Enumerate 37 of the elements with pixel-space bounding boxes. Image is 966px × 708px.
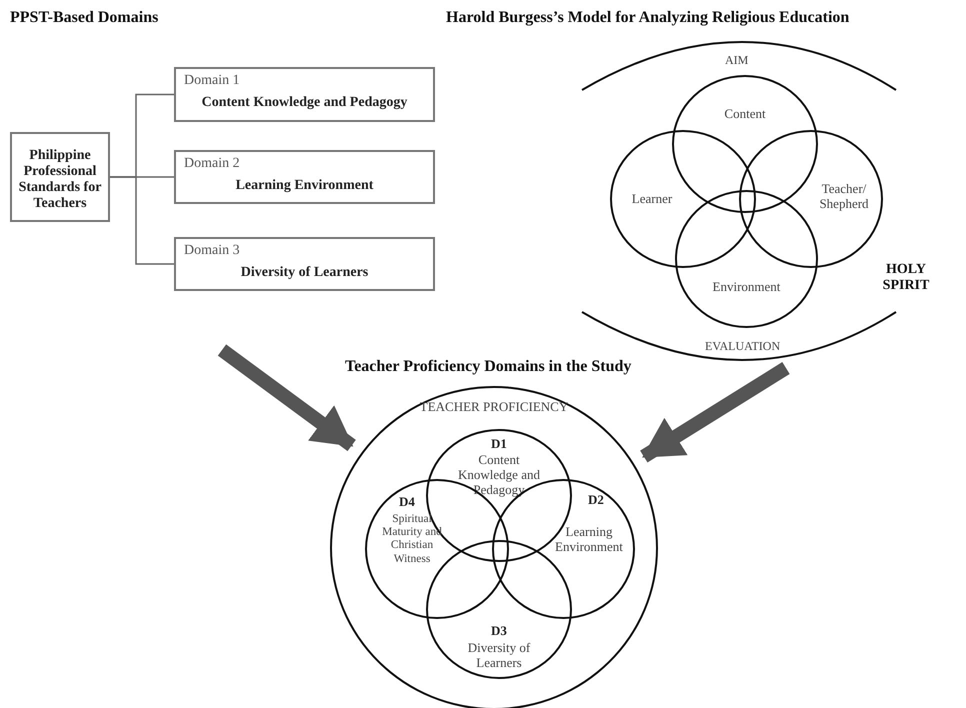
outline-box	[174, 67, 435, 122]
domain-code: D1	[490, 437, 508, 452]
circle-label: Content	[723, 107, 767, 122]
connector-line	[110, 176, 174, 265]
circle-label: Learning Environment	[554, 525, 624, 555]
section-heading: Harold Burgess’s Model for Analyzing Religious Education	[446, 9, 850, 28]
venn-circle	[330, 386, 658, 708]
boundary-label: AIM	[725, 54, 748, 68]
circle-label: Content Knowledge and Pedagogy	[457, 453, 541, 498]
domain-code: D3	[490, 624, 508, 639]
standard-name: Philippine Professional Standards for Teachers	[18, 148, 102, 212]
circle-label: Environment	[712, 280, 782, 295]
domain-code: D2	[587, 493, 605, 508]
boundary-label: EVALUATION	[705, 340, 780, 354]
section-heading: PPST-Based Domains	[10, 9, 158, 28]
block-arrow	[640, 362, 790, 463]
domain-number: Domain 2	[184, 156, 240, 172]
venn-circle	[672, 75, 818, 213]
circle-label: Teacher/ Shepherd	[818, 182, 870, 212]
circle-label: Diversity of Learners	[466, 641, 532, 671]
outline-box	[174, 237, 435, 291]
venn-circle	[675, 190, 818, 328]
boundary-label: HOLY SPIRIT	[882, 262, 930, 294]
venn-circle	[739, 130, 883, 268]
block-arrow	[218, 344, 356, 452]
domain-number: Domain 3	[184, 243, 240, 260]
circle-label: TEACHER PROFICIENCY	[418, 400, 570, 415]
domain-code: D4	[398, 495, 416, 510]
domain-title: Content Knowledge and Pedagogy	[200, 95, 408, 112]
section-heading: Teacher Proficiency Domains in the Study	[345, 358, 632, 376]
outline-box	[174, 150, 435, 204]
domain-title: Diversity of Learners	[240, 265, 370, 282]
venn-circle	[610, 130, 756, 268]
circle-label: Learner	[630, 192, 674, 207]
outline-box	[10, 132, 110, 222]
domain-number: Domain 1	[184, 73, 240, 90]
domain-title: Learning Environment	[234, 178, 374, 194]
